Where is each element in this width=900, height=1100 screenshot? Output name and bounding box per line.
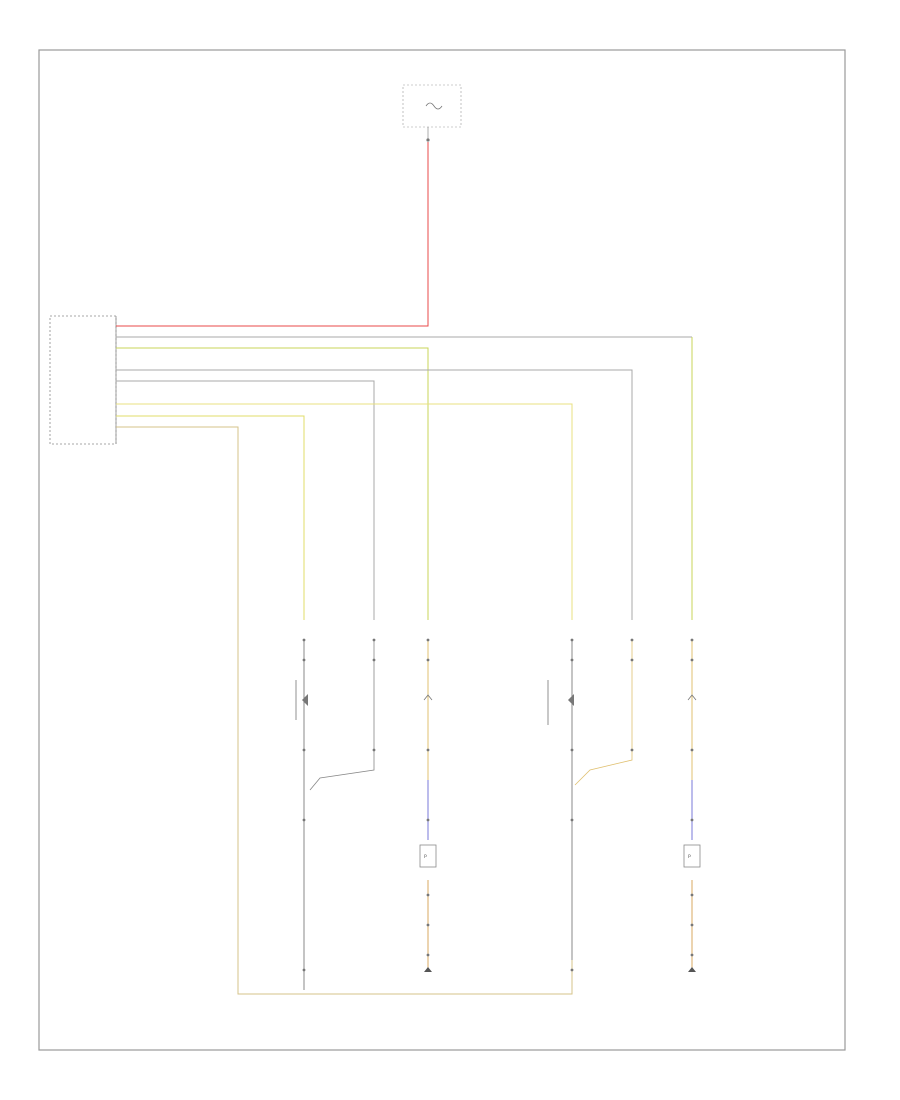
module-box <box>49 315 117 445</box>
right-airbag-glyph: P <box>424 854 427 860</box>
left-seat-belt-switch <box>687 694 697 701</box>
right-airbag-module: P <box>419 844 437 868</box>
wire-yellow-right <box>116 415 305 620</box>
connector-pin <box>690 748 694 752</box>
connector-pin <box>302 818 306 822</box>
connector-pin <box>302 638 306 642</box>
wire-gray-right-sensor <box>116 380 375 620</box>
connector-pin <box>302 658 306 662</box>
connector-pin <box>690 893 694 897</box>
left-airbag-box <box>683 844 701 868</box>
connector-pin <box>690 953 694 957</box>
connector-pin <box>372 658 376 662</box>
connector-pin <box>690 923 694 927</box>
connector-pin <box>630 748 634 752</box>
fuse-symbol <box>425 102 443 110</box>
connector-pin <box>570 968 574 972</box>
connector-pins <box>302 638 694 972</box>
connector-pin <box>690 638 694 642</box>
connector-pin <box>426 953 430 957</box>
wire-right-sensor-out <box>309 640 375 791</box>
left-occupancy-sensor-symbol <box>568 694 574 706</box>
top-fuse <box>402 84 462 142</box>
connector-pin <box>570 658 574 662</box>
connector-pin <box>426 748 430 752</box>
wire-gy-right-switch <box>116 347 429 620</box>
right-switch-symbol <box>423 694 433 701</box>
connector-pin <box>690 658 694 662</box>
fuse-pin <box>426 138 430 142</box>
wire-tan-ground <box>116 426 573 995</box>
right-occupancy-sensor-symbol <box>302 694 308 706</box>
wires <box>116 142 693 995</box>
connector-pin <box>570 748 574 752</box>
connector-pin <box>426 923 430 927</box>
connector-pin <box>426 658 430 662</box>
right-ground-symbol <box>424 967 432 972</box>
wire-left-sensor-out <box>574 640 633 786</box>
connector-pin <box>302 968 306 972</box>
connector-pin <box>302 748 306 752</box>
connector-pin <box>372 638 376 642</box>
connector-pin <box>690 818 694 822</box>
fuse-box-outline <box>402 84 462 128</box>
wire-gray-left-sensor <box>116 369 633 620</box>
wire-yellow-left <box>116 403 573 620</box>
connector-pin <box>630 638 634 642</box>
connector-pin <box>630 658 634 662</box>
diagram-frame <box>38 49 846 1051</box>
wire-red-supply <box>116 142 429 327</box>
connector-pin <box>570 818 574 822</box>
right-occupancy-sensor <box>295 680 308 720</box>
connector-pin <box>570 638 574 642</box>
connector-pin <box>372 748 376 752</box>
connector-pin <box>426 638 430 642</box>
connector-pin <box>426 893 430 897</box>
left-switch-symbol <box>687 694 697 701</box>
connector-pin <box>426 818 430 822</box>
right-airbag-box <box>419 844 437 868</box>
left-occupancy-sensor <box>547 680 574 725</box>
right-seat-belt-switch <box>423 694 433 701</box>
left-airbag-module: P <box>683 844 701 868</box>
left-ground-symbol <box>688 967 696 972</box>
left-airbag-glyph: P <box>688 854 691 860</box>
module <box>49 315 117 445</box>
